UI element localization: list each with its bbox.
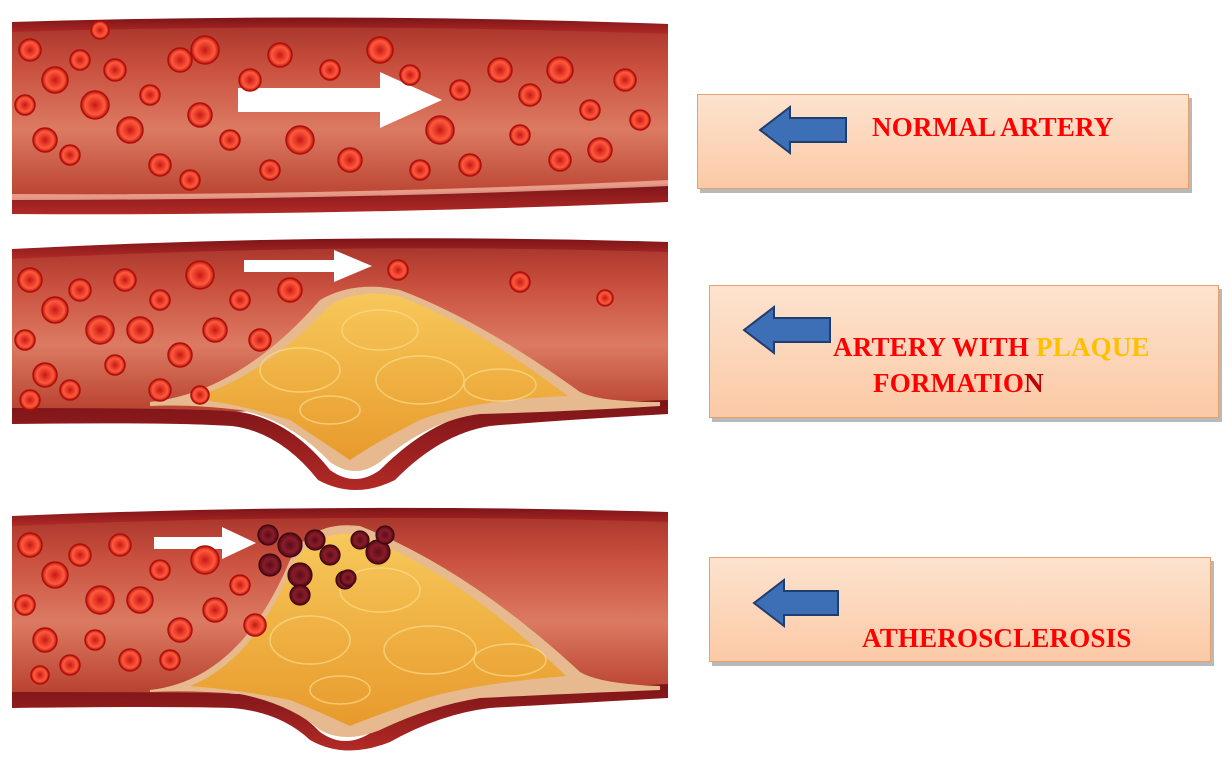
clot-cell-icon (305, 530, 325, 550)
red-blood-cell-icon (260, 160, 280, 180)
red-blood-cell-icon (488, 58, 512, 82)
red-blood-cell-icon (149, 379, 171, 401)
red-blood-cell-icon (69, 544, 91, 566)
red-blood-cell-icon (127, 317, 153, 343)
plaque-label-formation-end: N (1024, 368, 1044, 398)
red-blood-cell-icon (188, 103, 212, 127)
red-blood-cell-icon (33, 628, 57, 652)
red-blood-cell-icon (388, 260, 408, 280)
red-blood-cell-icon (180, 170, 200, 190)
plaque-label-line1: ARTERY WITH PLAQUE (833, 332, 1150, 362)
red-blood-cell-icon (588, 138, 612, 162)
red-blood-cell-icon (117, 117, 143, 143)
atherosclerosis-label: ATHEROSCLEROSIS (862, 623, 1132, 653)
red-blood-cell-icon (149, 154, 171, 176)
red-blood-cell-icon (127, 587, 153, 613)
red-blood-cell-icon (191, 386, 209, 404)
red-blood-cell-icon (20, 390, 40, 410)
red-blood-cell-icon (86, 316, 114, 344)
plaque-label-line2: FORMATION (873, 368, 1044, 398)
red-blood-cell-icon (168, 343, 192, 367)
red-blood-cell-icon (150, 290, 170, 310)
red-blood-cell-icon (105, 355, 125, 375)
red-blood-cell-icon (614, 69, 636, 91)
red-blood-cell-icon (203, 318, 227, 342)
red-blood-cell-icon (104, 59, 126, 81)
red-blood-cell-icon (630, 110, 650, 130)
red-blood-cell-icon (367, 37, 393, 63)
plaque-label-prefix: ARTERY WITH (833, 332, 1036, 362)
red-blood-cell-icon (244, 614, 266, 636)
red-blood-cell-icon (191, 36, 219, 64)
red-blood-cell-icon (91, 21, 109, 39)
red-blood-cell-icon (278, 278, 302, 302)
red-blood-cell-icon (186, 261, 214, 289)
red-blood-cell-icon (410, 160, 430, 180)
red-blood-cell-icon (160, 650, 180, 670)
red-blood-cell-icon (400, 65, 420, 85)
red-blood-cell-icon (597, 290, 613, 306)
red-blood-cell-icon (320, 60, 340, 80)
red-blood-cell-icon (33, 128, 57, 152)
clot-cell-icon (320, 545, 340, 565)
red-blood-cell-icon (230, 575, 250, 595)
red-blood-cell-icon (119, 649, 141, 671)
clot-cell-icon (351, 531, 369, 549)
red-blood-cell-icon (19, 39, 41, 61)
red-blood-cell-icon (42, 297, 68, 323)
red-blood-cell-icon (18, 268, 42, 292)
normal-artery-vessel (12, 17, 668, 214)
red-blood-cell-icon (60, 655, 80, 675)
red-blood-cell-icon (81, 91, 109, 119)
red-blood-cell-icon (450, 80, 470, 100)
red-blood-cell-icon (268, 43, 292, 67)
red-blood-cell-icon (60, 145, 80, 165)
plaque-label-highlight: PLAQUE (1036, 332, 1150, 362)
red-blood-cell-icon (42, 67, 68, 93)
clot-cell-icon (258, 525, 278, 545)
plaque-label-formation: FORMATIO (873, 368, 1024, 398)
red-blood-cell-icon (31, 666, 49, 684)
clot-cell-icon (376, 526, 394, 544)
red-blood-cell-icon (510, 272, 530, 292)
red-blood-cell-icon (114, 269, 136, 291)
red-blood-cell-icon (18, 533, 42, 557)
red-blood-cell-icon (286, 126, 314, 154)
red-blood-cell-icon (86, 586, 114, 614)
red-blood-cell-icon (85, 630, 105, 650)
red-blood-cell-icon (510, 125, 530, 145)
red-blood-cell-icon (168, 618, 192, 642)
red-blood-cell-icon (168, 48, 192, 72)
red-blood-cell-icon (249, 329, 271, 351)
red-blood-cell-icon (547, 57, 573, 83)
red-blood-cell-icon (42, 562, 68, 588)
red-blood-cell-icon (140, 85, 160, 105)
red-blood-cell-icon (33, 363, 57, 387)
red-blood-cell-icon (220, 130, 240, 150)
red-blood-cell-icon (69, 279, 91, 301)
red-blood-cell-icon (203, 598, 227, 622)
clot-cell-icon (288, 563, 312, 587)
clot-cell-icon (290, 585, 310, 605)
clot-cell-icon (340, 570, 356, 586)
red-blood-cell-icon (191, 546, 219, 574)
red-blood-cell-icon (519, 84, 541, 106)
normal-artery-label: NORMAL ARTERY (872, 112, 1113, 142)
red-blood-cell-icon (459, 154, 481, 176)
red-blood-cell-icon (15, 95, 35, 115)
red-blood-cell-icon (150, 560, 170, 580)
red-blood-cell-icon (60, 380, 80, 400)
red-blood-cell-icon (70, 50, 90, 70)
red-blood-cell-icon (15, 595, 35, 615)
red-blood-cell-icon (549, 149, 571, 171)
red-blood-cell-icon (109, 534, 131, 556)
red-blood-cell-icon (338, 148, 362, 172)
clot-cell-icon (259, 554, 281, 576)
red-blood-cell-icon (15, 330, 35, 350)
red-blood-cell-icon (426, 116, 454, 144)
clot-cell-icon (278, 533, 302, 557)
red-blood-cell-icon (239, 69, 261, 91)
red-blood-cell-icon (230, 290, 250, 310)
red-blood-cell-icon (580, 100, 600, 120)
